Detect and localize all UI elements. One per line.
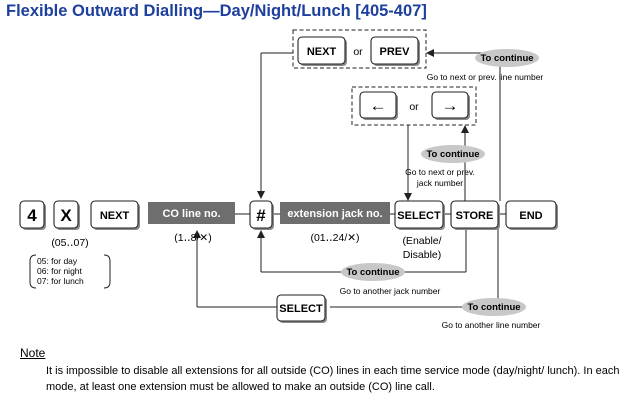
continue-bubble-arrows: To continue — [421, 145, 485, 163]
continue-bubble-line: To continue — [462, 298, 526, 316]
hash-key-label: # — [256, 206, 266, 225]
continue-bubble-jack: To continue — [341, 263, 405, 281]
co-line-input[interactable]: CO line no. — [148, 202, 235, 224]
key-4-label: 4 — [27, 206, 37, 225]
left-arrow-icon: ← — [370, 96, 387, 115]
co-line-range: (1‥8/✕) — [174, 232, 211, 244]
select-key-bottom-label: SELECT — [279, 303, 323, 315]
flow-lines — [193, 49, 506, 308]
mode-range: (05‥07) — [51, 237, 88, 249]
continue-bubble-top: To continue — [475, 49, 539, 67]
caption-top: Go to next or prev. line number — [427, 72, 544, 82]
caption-jack: Go to another jack number — [340, 286, 441, 296]
next-key-main[interactable]: NEXT — [90, 200, 140, 230]
mode-lunch: 07: for lunch — [37, 276, 84, 286]
or-label-top: or — [353, 46, 363, 58]
select-disable-label: Disable) — [403, 249, 442, 261]
key-x[interactable]: X — [53, 200, 80, 230]
key-4[interactable]: 4 — [19, 200, 46, 230]
co-line-input-label: CO line no. — [162, 208, 220, 220]
select-enable-label: (Enable/ — [402, 235, 441, 247]
mode-night: 06: for night — [37, 266, 83, 276]
key-x-label: X — [60, 206, 72, 225]
next-key-top[interactable]: NEXT — [297, 36, 347, 66]
caption-arrows-1: Go to next or prev. — [405, 167, 475, 177]
mode-list: 05: for day 06: for night 07: for lunch — [29, 254, 111, 289]
store-key-label: STORE — [456, 210, 494, 222]
or-label-arrows: or — [409, 101, 419, 113]
select-key-bottom[interactable]: SELECT — [276, 294, 327, 323]
end-key[interactable]: END — [505, 200, 558, 230]
arrow-keys-group — [351, 86, 477, 126]
caption-arrows-2: jack number — [416, 178, 463, 188]
hash-key[interactable]: # — [249, 200, 274, 230]
extension-jack-input[interactable]: extension jack no. — [280, 202, 390, 224]
note-heading: Note — [20, 346, 46, 360]
select-key[interactable]: SELECT — [394, 200, 445, 230]
next-key-main-label: NEXT — [100, 210, 130, 222]
right-arrow-icon: → — [442, 96, 459, 115]
right-arrow-key[interactable]: → — [431, 91, 470, 120]
extension-jack-input-label: extension jack no. — [287, 208, 382, 220]
continue-label-line: To continue — [467, 302, 520, 313]
select-key-label: SELECT — [397, 210, 441, 222]
prev-key[interactable]: PREV — [370, 36, 420, 66]
next-key-top-label: NEXT — [307, 46, 337, 58]
end-key-label: END — [519, 210, 542, 222]
continue-label-top: To continue — [480, 53, 533, 64]
continue-label-arrows: To continue — [426, 149, 479, 160]
store-key[interactable]: STORE — [450, 200, 500, 230]
note-body: It is impossible to disable all extensio… — [46, 365, 620, 393]
page-title: Flexible Outward Dialling—Day/Night/Lunc… — [6, 2, 427, 20]
caption-line: Go to another line number — [442, 320, 541, 330]
extension-range: (01‥24/✕) — [310, 232, 359, 244]
mode-day: 05: for day — [37, 256, 78, 266]
continue-label-jack: To continue — [346, 267, 399, 278]
prev-key-label: PREV — [380, 46, 411, 58]
left-arrow-key[interactable]: ← — [359, 91, 398, 120]
